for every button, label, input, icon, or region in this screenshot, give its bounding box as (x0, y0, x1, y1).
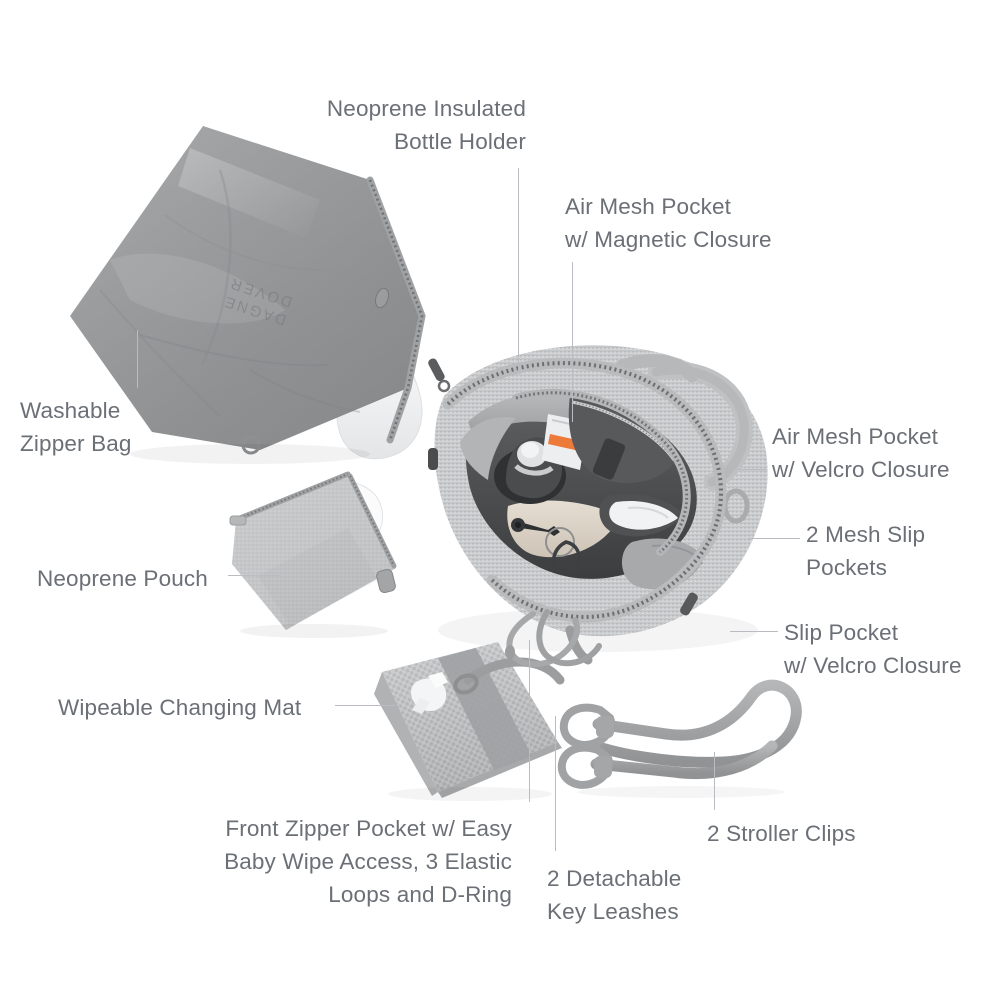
keys (511, 518, 581, 575)
neoprene-pouch-image (228, 468, 403, 638)
interior-sleeve (568, 396, 678, 484)
diaper-backpack-image (420, 330, 780, 665)
stroller-clip-lower (557, 743, 613, 789)
leader-front-zipper-pocket (529, 640, 530, 802)
callout-slip-pocket-velcro-closure: Slip Pocket w/ Velcro Closure (784, 620, 962, 678)
washable-zipper-bag-image: DAGNE DOVER (70, 120, 440, 470)
leader-mesh-slip-pockets (748, 538, 800, 539)
callout-washable-zipper-bag: Washable Zipper Bag (20, 398, 132, 456)
zipper-pull-top-left (428, 358, 451, 393)
leader-stroller-clips (714, 752, 715, 810)
callout-wipeable-changing-mat: Wipeable Changing Mat (58, 695, 302, 720)
callout-air-mesh-pocket-velcro-closure: Air Mesh Pocket w/ Velcro Closure (772, 424, 950, 482)
callout-air-mesh-pocket-magnetic-closure: Air Mesh Pocket w/ Magnetic Closure (565, 194, 772, 252)
leader-slip-pocket-velcro (730, 631, 778, 632)
callout-neoprene-insulated-bottle-holder: Neoprene Insulated Bottle Holder (326, 96, 526, 154)
leader-air-mesh-velcro (733, 469, 767, 470)
interior-bottle-lower (599, 494, 684, 537)
leader-changing-mat (335, 705, 395, 706)
stroller-clip-upper (559, 703, 615, 749)
stroller-clips-image (556, 679, 806, 798)
leader-washable-zipper-bag (137, 330, 138, 388)
callout-two-detachable-key-leashes: 2 Detachable Key Leashes (547, 866, 682, 924)
callout-two-mesh-slip-pockets: 2 Mesh Slip Pockets (806, 522, 926, 580)
leader-neoprene-pouch (228, 575, 280, 576)
callout-front-zipper-pocket: Front Zipper Pocket w/ Easy Baby Wipe Ac… (224, 816, 512, 907)
callout-two-stroller-clips: 2 Stroller Clips (707, 821, 856, 846)
leader-air-mesh-magnetic (572, 262, 573, 422)
leader-key-leashes (555, 716, 556, 851)
changing-mat-image (372, 636, 567, 801)
zipper-pull-left (428, 448, 438, 470)
key-leashes-image (495, 609, 630, 697)
callout-neoprene-pouch: Neoprene Pouch (37, 566, 208, 591)
zipper-pull-bottom-right (680, 592, 698, 616)
leader-bottle-holder (518, 168, 519, 373)
